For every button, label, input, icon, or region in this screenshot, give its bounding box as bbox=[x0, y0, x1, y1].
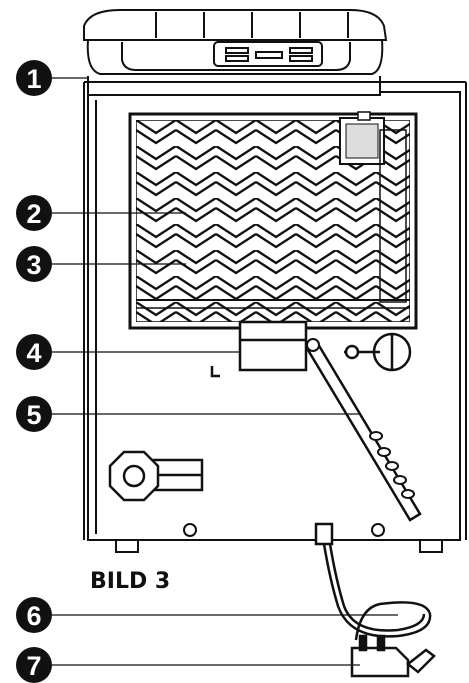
callout-3: 3 bbox=[16, 246, 52, 282]
air-filter bbox=[128, 111, 418, 330]
callout-4-number: 4 bbox=[26, 338, 41, 368]
water-outlet bbox=[210, 320, 308, 378]
callout-6: 6 bbox=[16, 597, 52, 633]
power-cord bbox=[314, 522, 432, 641]
drain-hose bbox=[306, 338, 422, 522]
feet bbox=[115, 523, 443, 553]
callout-6-number: 6 bbox=[26, 601, 41, 631]
handle-grip bbox=[86, 39, 384, 75]
continuous-drain-connector bbox=[108, 450, 204, 502]
callout-1: 1 bbox=[16, 60, 52, 96]
top-handle bbox=[83, 9, 388, 41]
callout-4: 4 bbox=[16, 334, 52, 370]
power-plug bbox=[350, 634, 436, 678]
drain-stopper bbox=[344, 332, 412, 372]
callout-1-number: 1 bbox=[26, 64, 41, 94]
callout-5: 5 bbox=[16, 396, 52, 432]
callout-2-number: 2 bbox=[26, 199, 41, 229]
unit-body bbox=[83, 76, 467, 541]
callout-3-number: 3 bbox=[26, 250, 41, 280]
callout-7-number: 7 bbox=[26, 651, 41, 681]
figure-caption: BILD 3 bbox=[90, 569, 170, 594]
leader-lines bbox=[52, 77, 398, 666]
callout-5-number: 5 bbox=[26, 400, 41, 430]
callout-2: 2 bbox=[16, 195, 52, 231]
callout-7: 7 bbox=[16, 647, 52, 683]
